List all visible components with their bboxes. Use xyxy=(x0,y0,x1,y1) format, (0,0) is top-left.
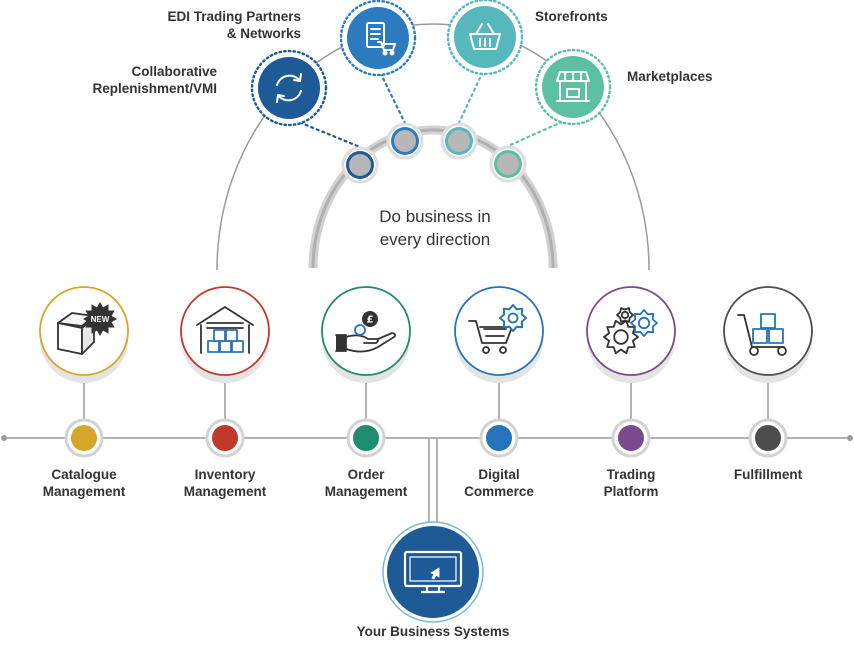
gears-icon xyxy=(603,307,658,355)
channel-label-edi: EDI Trading Partners & Networks xyxy=(167,8,301,42)
module-dot xyxy=(755,425,781,451)
center-tagline-line1: Do business in xyxy=(379,207,491,226)
module-label-fulfillment: Fulfillment xyxy=(733,467,803,482)
channel-label-collab-line2: Replenishment/VMI xyxy=(92,81,217,96)
channel-fill xyxy=(258,57,320,119)
coin-symbol: £ xyxy=(367,315,374,326)
cart-gear-icon xyxy=(468,304,527,354)
timeline-end-right xyxy=(847,435,853,441)
channel-node-storefronts xyxy=(446,0,524,76)
hand-coin-icon: £ xyxy=(335,311,397,353)
module-dot xyxy=(71,425,97,451)
channel-label-storefronts: Storefronts xyxy=(535,8,608,25)
channel-node-collab xyxy=(250,49,328,127)
systems-label: Your Business Systems xyxy=(356,624,510,639)
channel-label-marketplaces-line1: Marketplaces xyxy=(627,69,713,84)
center-tagline: Do business in every direction xyxy=(379,205,491,251)
module-dot xyxy=(353,425,379,451)
dotted-connector-edi xyxy=(376,66,407,125)
module-node-digital xyxy=(454,286,544,458)
center-tagline-line2: every direction xyxy=(379,230,491,249)
channel-node-edi xyxy=(339,0,417,77)
join-node-core-marketplaces xyxy=(497,153,519,175)
channel-fill xyxy=(542,56,604,118)
module-label-inventory: Inventory Management xyxy=(183,467,267,499)
join-node-core-edi xyxy=(394,130,416,152)
new-badge-text: NEW xyxy=(91,315,110,324)
new-badge xyxy=(83,302,117,336)
module-node-fulfillment xyxy=(723,286,813,458)
module-dot xyxy=(486,425,512,451)
channel-fill xyxy=(454,6,516,68)
join-node-core-storefronts xyxy=(448,130,470,152)
channel-label-edi-line1: EDI Trading Partners xyxy=(167,9,301,24)
monitor-icon xyxy=(403,550,463,594)
channel-label-storefronts-line1: Storefronts xyxy=(535,9,608,24)
outer-arc xyxy=(216,23,650,271)
coin xyxy=(362,311,378,327)
gear xyxy=(499,304,527,332)
module-node-trading xyxy=(586,286,676,458)
systems-node xyxy=(382,521,484,623)
market-stall-icon xyxy=(556,71,590,102)
channel-label-marketplaces: Marketplaces xyxy=(627,68,713,85)
hand-truck-icon xyxy=(737,313,787,356)
module-ring xyxy=(454,286,544,376)
refresh-cycle-icon xyxy=(276,73,302,103)
module-label-catalogue: Catalogue Management xyxy=(42,467,126,499)
document-cart-icon xyxy=(366,22,396,56)
module-label-trading: Trading Platform xyxy=(603,467,659,499)
module-label-digital: Digital Commerce xyxy=(464,467,534,499)
new-box-icon: NEW xyxy=(57,302,117,355)
channel-label-edi-line2: & Networks xyxy=(226,26,301,41)
channel-label-collab: Collaborative Replenishment/VMI xyxy=(92,63,217,97)
channel-label-collab-line1: Collaborative xyxy=(131,64,217,79)
join-node-core-collab xyxy=(349,154,371,176)
dotted-connector-storefronts xyxy=(457,65,487,125)
inner-arc-core xyxy=(311,128,555,269)
module-ring xyxy=(321,286,411,376)
module-ring xyxy=(723,286,813,376)
module-node-catalogue: NEW xyxy=(39,286,129,458)
shopping-basket-icon xyxy=(469,23,501,50)
module-dot xyxy=(212,425,238,451)
module-node-order: £ xyxy=(321,286,411,458)
timeline-end-left xyxy=(1,435,7,441)
module-dot xyxy=(618,425,644,451)
cursor-icon xyxy=(430,567,440,580)
channel-node-marketplaces xyxy=(534,48,612,126)
module-node-inventory xyxy=(180,286,270,458)
module-label-order: Order Management xyxy=(324,467,408,499)
warehouse-icon xyxy=(196,306,254,354)
